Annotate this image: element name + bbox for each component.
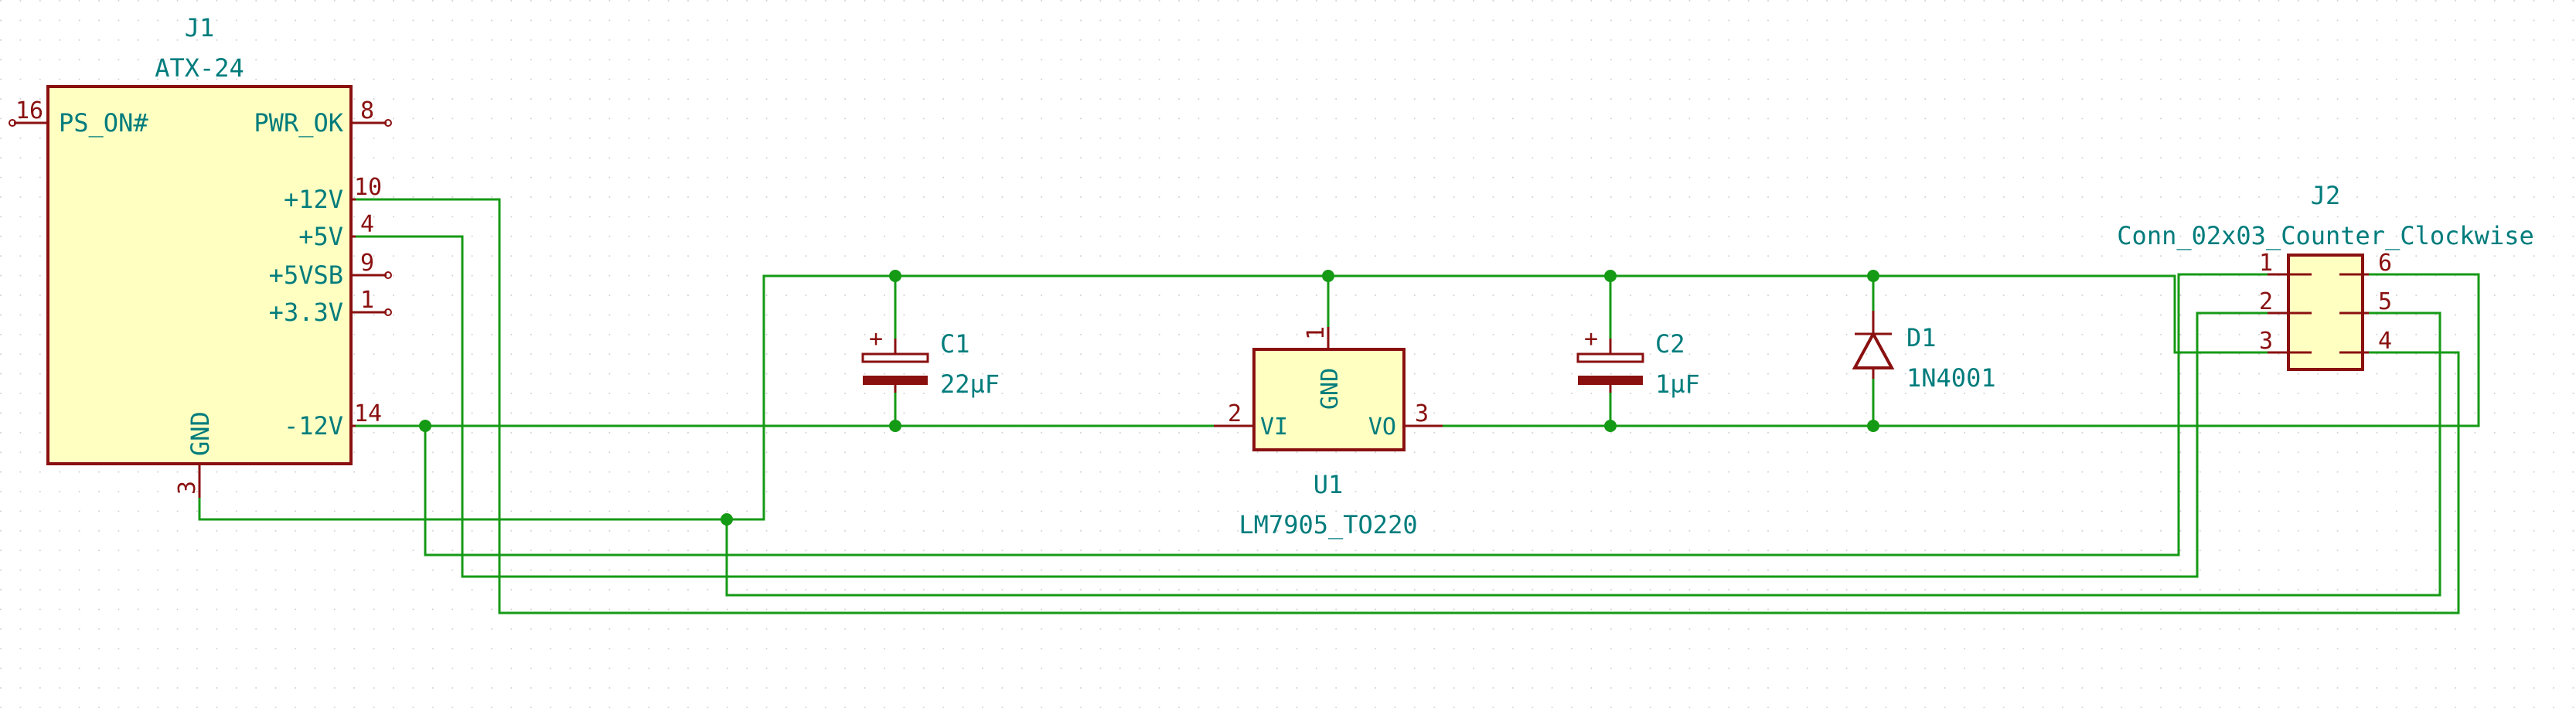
u1-body — [1252, 348, 1406, 451]
junction-gnd-c2 — [1604, 270, 1617, 282]
c1-plate-negative — [863, 376, 928, 385]
junction-gnd-u1 — [1322, 270, 1334, 282]
j1-pin14-num: 14 — [354, 400, 382, 427]
wire-m12v-drop[interactable] — [424, 273, 2268, 557]
junctions — [419, 270, 1879, 526]
u1-pin3-num: 3 — [1415, 400, 1429, 427]
j2-pin6-num: 6 — [2378, 250, 2392, 277]
c1-ref: C1 — [940, 329, 970, 359]
j1-label-pwr-ok: PWR_OK — [254, 108, 343, 138]
j1-pin8-nc-icon — [384, 119, 392, 127]
j1-ref: J1 — [185, 13, 215, 43]
u1-ref: U1 — [1314, 470, 1344, 499]
d1-ref: D1 — [1906, 323, 1937, 352]
j2-pin5-num: 5 — [2378, 288, 2392, 315]
component-c1[interactable]: + C1 22µF — [861, 325, 1000, 399]
junction-c2-bottom — [1604, 420, 1617, 432]
c1-value: 22µF — [940, 369, 1000, 399]
j1-label-5v: +5V — [298, 222, 343, 251]
wire-m5v[interactable] — [1443, 273, 2480, 427]
j1-pin9-nc-icon — [384, 271, 392, 279]
j1-label-ps-on: PS_ON# — [59, 108, 148, 138]
u1-pin2-num: 2 — [1228, 400, 1242, 427]
c1-plate-positive — [861, 352, 929, 363]
wire-gnd-to-j2-pin5[interactable] — [725, 311, 2441, 597]
j1-label-5vsb: +5VSB — [269, 260, 343, 290]
junction-m12v — [419, 420, 431, 432]
j1-body — [46, 85, 353, 465]
j1-pin1-num: 1 — [360, 287, 374, 314]
j1-label-12v: +12V — [284, 185, 343, 214]
c2-plate-positive — [1576, 352, 1644, 363]
j1-label-3v3: +3.3V — [269, 298, 343, 327]
junction-c1-bottom — [889, 420, 901, 432]
j1-pin10-num: 10 — [354, 174, 382, 201]
j1-pin3-num: 3 — [174, 481, 201, 495]
u1-pin1-num: 1 — [1303, 326, 1330, 340]
u1-value: LM7905_TO220 — [1239, 510, 1417, 540]
u1-label-vo: VO — [1368, 414, 1396, 441]
j2-pin4-num: 4 — [2378, 328, 2392, 355]
c2-polarity-mark: + — [1584, 325, 1598, 352]
c2-ref: C2 — [1655, 329, 1685, 359]
j1-pin9-num: 9 — [360, 250, 374, 277]
j1-pin1-nc-icon — [384, 308, 392, 316]
j1-value: ATX-24 — [155, 53, 244, 83]
junction-d1-bottom — [1867, 420, 1879, 432]
j1-pin16-num: 16 — [15, 97, 43, 124]
j2-pin3-num: 3 — [2259, 328, 2273, 355]
c2-plate-negative — [1578, 376, 1643, 385]
u1-label-gnd: GND — [1317, 368, 1344, 410]
junction-gnd-j1 — [721, 513, 733, 526]
wire-12v[interactable] — [356, 198, 2460, 614]
u1-label-vi: VI — [1260, 414, 1288, 441]
component-u1[interactable]: 1 2 3 GND VI VO U1 LM7905_TO220 — [1214, 326, 1443, 540]
component-c2[interactable]: + C2 1µF — [1576, 325, 1700, 399]
c2-value: 1µF — [1655, 369, 1700, 399]
junction-gnd-d1 — [1867, 270, 1879, 282]
component-j1[interactable]: J1 ATX-24 16 8 10 4 9 1 14 3 PS_ON# PWR_… — [9, 13, 392, 498]
component-j2[interactable]: J2 Conn_02x03_Counter_Clockwise 1 2 3 6 … — [2117, 181, 2534, 371]
j1-pin4-num: 4 — [360, 211, 374, 238]
j1-pin16-nc-icon — [9, 119, 16, 127]
j2-pin1-num: 1 — [2259, 250, 2273, 277]
j1-label-gnd: GND — [186, 411, 215, 456]
wires — [198, 198, 2480, 614]
j1-pin8-num: 8 — [360, 97, 374, 124]
c1-polarity-mark: + — [869, 325, 883, 352]
j2-pin2-num: 2 — [2259, 288, 2273, 315]
junction-gnd-c1 — [889, 270, 901, 282]
j1-label-m12v: -12V — [284, 411, 343, 441]
component-d1[interactable]: D1 1N4001 — [1852, 311, 1996, 393]
wire-5v[interactable] — [356, 235, 2268, 578]
j2-ref: J2 — [2311, 181, 2341, 210]
d1-value: 1N4001 — [1906, 363, 1996, 393]
j2-value: Conn_02x03_Counter_Clockwise — [2117, 221, 2533, 250]
wire-gnd-j1[interactable] — [198, 274, 2268, 521]
